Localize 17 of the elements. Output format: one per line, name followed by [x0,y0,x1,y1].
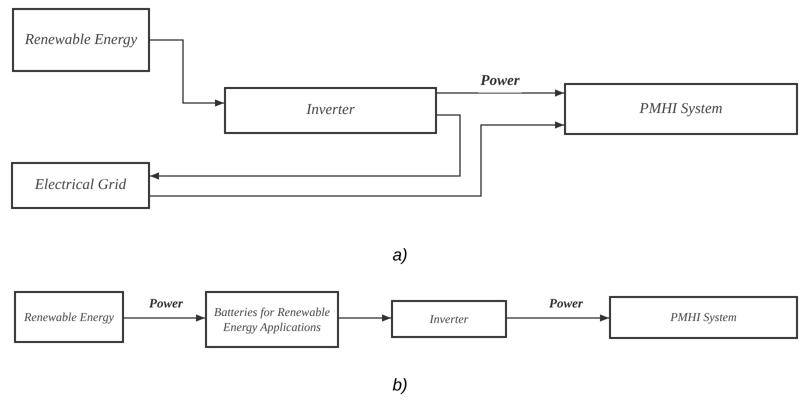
process-box: Inverter [391,300,507,338]
arrow [150,114,461,180]
arrow [437,89,564,97]
arrow [339,314,391,322]
arrow [507,314,609,322]
arrow [150,39,224,107]
process-box: PMHI System [609,296,798,339]
process-box: PMHI System [564,83,798,135]
process-box: Electrical Grid [11,162,150,209]
panel-caption: b) [392,374,408,396]
panel-caption: a) [392,244,408,266]
process-box: Renewable Energy [12,8,150,72]
process-box: Inverter [224,87,437,134]
arrow [150,121,564,197]
process-box: Batteries for Renewable Energy Applications [205,291,339,348]
arrow [124,314,205,322]
process-box: Renewable Energy [14,291,124,343]
